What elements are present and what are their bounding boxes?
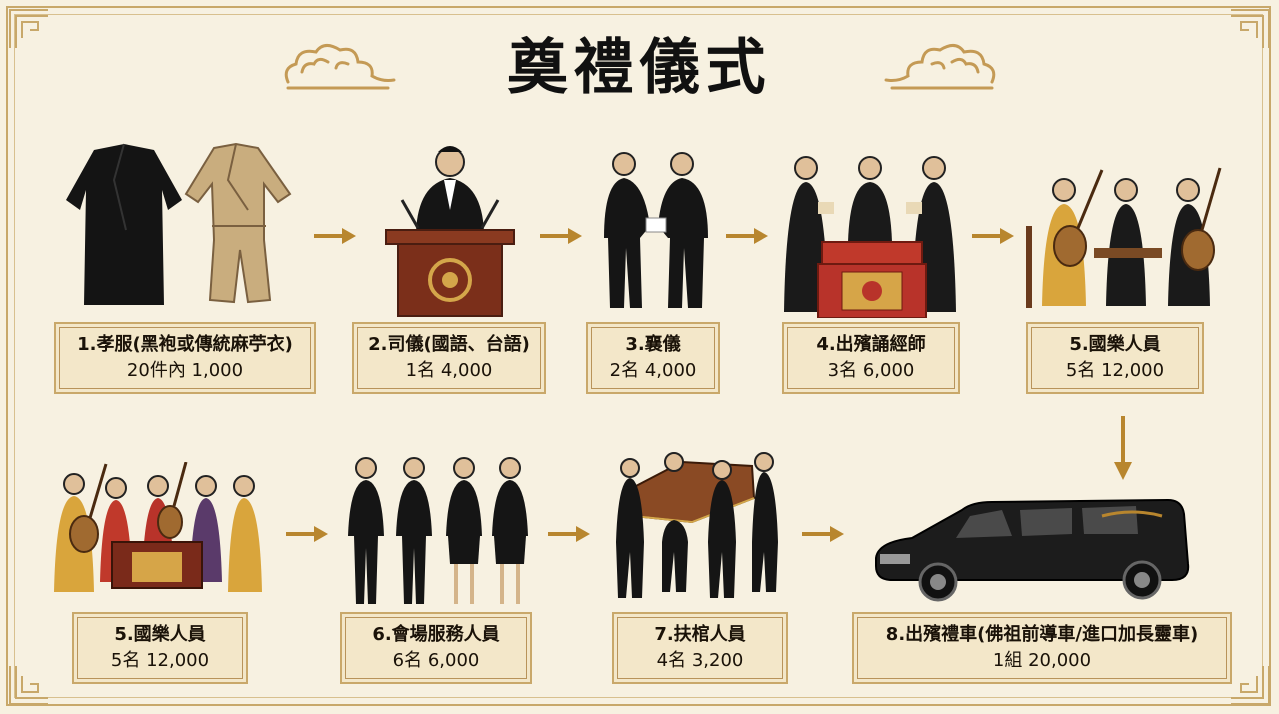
card-label: 4.出殯誦經師 bbox=[816, 334, 926, 355]
card-label: 3.襄儀 bbox=[625, 334, 681, 355]
music-trio-icon bbox=[1026, 167, 1222, 308]
service-card-service-staff: 6.會場服務人員 6名 6,000 bbox=[340, 612, 532, 684]
emcee-podium-icon bbox=[385, 146, 515, 317]
service-card-pallbearers: 7.扶棺人員 4名 3,200 bbox=[612, 612, 788, 684]
pallbearers-icon bbox=[616, 452, 778, 598]
card-value: 3名 6,000 bbox=[827, 360, 915, 381]
card-value: 2名 4,000 bbox=[609, 360, 697, 381]
assistants-icon bbox=[604, 152, 708, 308]
corner-ornament-icon bbox=[1231, 9, 1270, 48]
service-card-music-1: 5.國樂人員 5名 12,000 bbox=[1026, 322, 1204, 394]
down-arrow-icon bbox=[1114, 416, 1132, 480]
card-label: 7.扶棺人員 bbox=[654, 624, 746, 645]
chanting-monks-icon bbox=[784, 156, 956, 318]
corner-ornament-icon bbox=[9, 666, 48, 705]
cloud-ornament-icon bbox=[884, 44, 996, 90]
inner-frame bbox=[14, 14, 1263, 698]
cloud-ornament-icon bbox=[284, 44, 396, 90]
hearse-icon bbox=[875, 498, 1190, 602]
service-card-assistants: 3.襄儀 2名 4,000 bbox=[586, 322, 720, 394]
service-card-emcee: 2.司儀(國語、台語) 1名 4,000 bbox=[352, 322, 546, 394]
card-value: 6名 6,000 bbox=[392, 650, 480, 671]
right-arrow-icon bbox=[540, 228, 582, 244]
right-arrow-icon bbox=[548, 526, 590, 542]
right-arrow-icon bbox=[802, 526, 844, 542]
corner-ornament-icon bbox=[1231, 666, 1270, 705]
right-arrow-icon bbox=[726, 228, 768, 244]
service-card-mourning-attire: 1.孝服(黑袍或傳統麻苧衣) 20件內 1,000 bbox=[54, 322, 316, 394]
page-title: 奠禮儀式 bbox=[507, 33, 772, 103]
right-arrow-icon bbox=[286, 526, 328, 542]
service-card-hearse: 8.出殯禮車(佛祖前導車/進口加長靈車) 1組 20,000 bbox=[852, 612, 1232, 684]
right-arrow-icon bbox=[314, 228, 356, 244]
card-value: 1名 4,000 bbox=[405, 360, 493, 381]
card-label: 8.出殯禮車(佛祖前導車/進口加長靈車) bbox=[885, 624, 1199, 645]
corner-ornament-icon bbox=[9, 9, 48, 48]
card-label: 6.會場服務人員 bbox=[372, 624, 500, 645]
service-card-chanting-monks: 4.出殯誦經師 3名 6,000 bbox=[782, 322, 960, 394]
card-label: 5.國樂人員 bbox=[1069, 334, 1161, 355]
card-label: 5.國樂人員 bbox=[114, 624, 206, 645]
service-staff-icon bbox=[348, 457, 528, 604]
card-value: 1組 20,000 bbox=[992, 650, 1092, 671]
card-value: 4名 3,200 bbox=[656, 650, 744, 671]
card-label: 2.司儀(國語、台語) bbox=[368, 334, 530, 355]
card-value: 20件內 1,000 bbox=[126, 360, 244, 381]
card-value: 5名 12,000 bbox=[1065, 360, 1165, 381]
right-arrow-icon bbox=[972, 228, 1014, 244]
outer-frame bbox=[6, 6, 1271, 706]
funeral-robes-icon bbox=[66, 142, 292, 305]
card-value: 5名 12,000 bbox=[110, 650, 210, 671]
service-card-music-2: 5.國樂人員 5名 12,000 bbox=[72, 612, 248, 684]
card-label: 1.孝服(黑袍或傳統麻苧衣) bbox=[77, 334, 293, 355]
music-ensemble-icon bbox=[54, 462, 262, 592]
